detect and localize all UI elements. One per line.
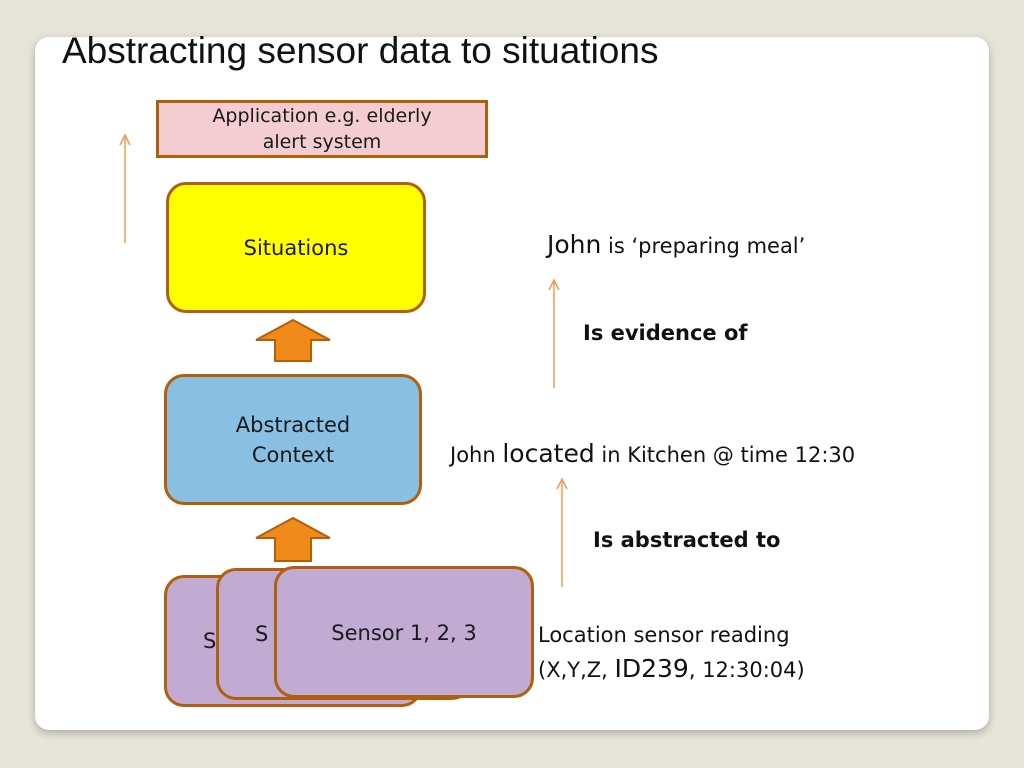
context-rest-text: in Kitchen @ time 12:30 xyxy=(594,443,856,467)
block-arrow-lower xyxy=(255,516,331,562)
abstracted-context-line1: Abstracted xyxy=(235,412,351,437)
situation-annotation: John is ‘preparing meal’ xyxy=(547,230,805,259)
reading-line1: Location sensor reading xyxy=(538,623,790,647)
abstracted-context-line2: Context xyxy=(251,442,335,467)
right-up-arrow-upper xyxy=(548,278,560,388)
sensor-middle-label: S xyxy=(255,622,269,646)
sensor-back-label: S xyxy=(203,629,217,653)
abstracted-to-label: Is abstracted to xyxy=(593,528,781,552)
slide-title: Abstracting sensor data to situations xyxy=(62,30,659,71)
left-up-arrow xyxy=(119,133,131,243)
reading-line2: (X,Y,Z, ID239, 12:30:04) xyxy=(538,654,805,683)
application-box: Application e.g. elderly alert system xyxy=(156,100,488,158)
block-arrow-upper xyxy=(255,318,331,362)
situation-john-text: John xyxy=(547,230,602,259)
sensor-box-front: Sensor 1, 2, 3 xyxy=(274,566,534,698)
reading-id-text: ID239 xyxy=(614,654,689,683)
context-located-text: located xyxy=(502,439,595,468)
application-label-line2: alert system xyxy=(262,131,382,153)
abstracted-context-box: Abstracted Context xyxy=(164,374,422,505)
right-up-arrow-lower xyxy=(556,477,568,587)
sensor-front-label: Sensor 1, 2, 3 xyxy=(331,621,477,645)
context-annotation: John located in Kitchen @ time 12:30 xyxy=(450,439,855,468)
situation-rest-text: is ‘preparing meal’ xyxy=(601,234,806,258)
application-label-line1: Application e.g. elderly xyxy=(212,105,432,127)
reading-xyz-text: (X,Y,Z, xyxy=(538,658,615,682)
reading-time-text: , 12:30:04) xyxy=(688,658,805,682)
situations-label: Situations xyxy=(243,235,349,260)
situations-box: Situations xyxy=(166,182,426,313)
evidence-label: Is evidence of xyxy=(583,321,748,345)
context-john-text: John xyxy=(450,443,503,467)
